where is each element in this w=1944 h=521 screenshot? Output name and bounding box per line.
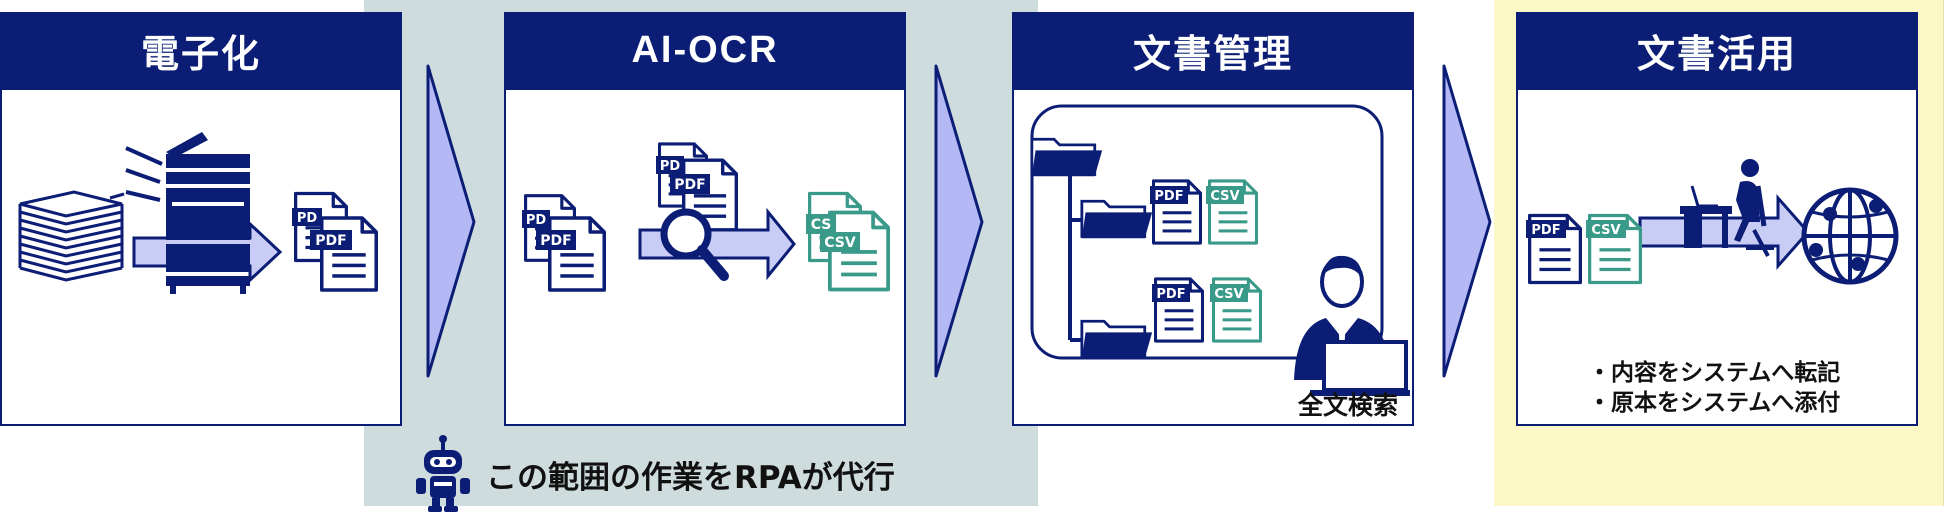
ocr-illustration: PD PDF PD PDF (522, 142, 890, 292)
file-label-pdf: PDF (1154, 189, 1183, 204)
document-icon: PD PDF (292, 191, 378, 292)
full-text-search-label: 全文検索 (1297, 391, 1398, 420)
magnifier-icon (660, 208, 729, 281)
stage-title: 文書管理 (1012, 12, 1414, 88)
document-icon: PD PDF (656, 142, 738, 232)
document-icon: PDF CSV (1150, 179, 1258, 245)
chevron-arrow-icon (426, 64, 476, 378)
file-label-pdf: PDF (540, 233, 571, 249)
chevron-arrow-icon (934, 64, 984, 378)
usage-illustration: PDF CSV (1526, 159, 1899, 285)
globe-icon (1801, 187, 1899, 285)
file-label-pd: PD (660, 159, 681, 174)
file-label-csv: CSV (1591, 223, 1620, 238)
file-label-pdf: PDF (1531, 223, 1560, 238)
stage-ai-ocr: AI-OCR PD PDF PD PDF (504, 12, 906, 426)
file-label-pd: PD (297, 211, 318, 226)
paper-stack-icon (18, 190, 125, 282)
file-label-cs: CS (811, 217, 832, 233)
copier-icon (125, 132, 250, 294)
stage-body: PDF CSV PDF CSV (1012, 88, 1414, 426)
file-label-csv: CSV (824, 235, 856, 251)
rpa-scope-label: この範囲の作業をRPAが代行 (486, 459, 895, 496)
usage-note: ・内容をシステムへ転記 (1588, 360, 1841, 386)
digitize-illustration: PD PDF (18, 132, 378, 294)
rpa-caption: この範囲の作業をRPAが代行 (410, 434, 895, 514)
stage-body: PD PDF PD PDF (504, 88, 906, 426)
file-label-pdf: PDF (315, 233, 346, 249)
stage-title: 電子化 (0, 12, 402, 88)
repository-frame (1030, 104, 1384, 360)
file-label-pdf: PDF (1156, 287, 1185, 302)
stage-digitize: 電子化 (0, 12, 402, 426)
stage-body: PD PDF (0, 88, 402, 426)
document-icon: PDF CSV (1526, 213, 1642, 285)
file-label-csv: CSV (1214, 287, 1243, 302)
stage-document-usage: 文書活用 PDF CSV (1516, 12, 1918, 426)
document-icon: CS CSV (806, 191, 890, 292)
laptop-icon (1310, 340, 1410, 396)
stage-document-management: 文書管理 PDF CSV PDF (1012, 12, 1414, 426)
document-icon: PDF CSV (1152, 277, 1262, 343)
file-label-csv: CSV (1210, 189, 1239, 204)
robot-icon (416, 435, 470, 512)
chevron-arrow-icon (1442, 64, 1492, 378)
flow-arrow-icon (638, 207, 796, 281)
usage-notes: ・内容をシステムへ転記 ・原本をシステムへ添付 (1588, 358, 1840, 418)
desk-worker-icon (1680, 159, 1774, 257)
usage-note: ・原本をシステムへ添付 (1588, 390, 1841, 416)
management-illustration: PDF CSV PDF CSV (1030, 104, 1410, 396)
stage-title: 文書活用 (1516, 12, 1918, 88)
stage-body: PDF CSV (1516, 88, 1918, 426)
stage-title: AI-OCR (504, 12, 906, 88)
file-label-pd: PD (526, 213, 547, 228)
document-icon: PD PDF (522, 194, 606, 292)
file-label-pdf: PDF (674, 177, 705, 193)
